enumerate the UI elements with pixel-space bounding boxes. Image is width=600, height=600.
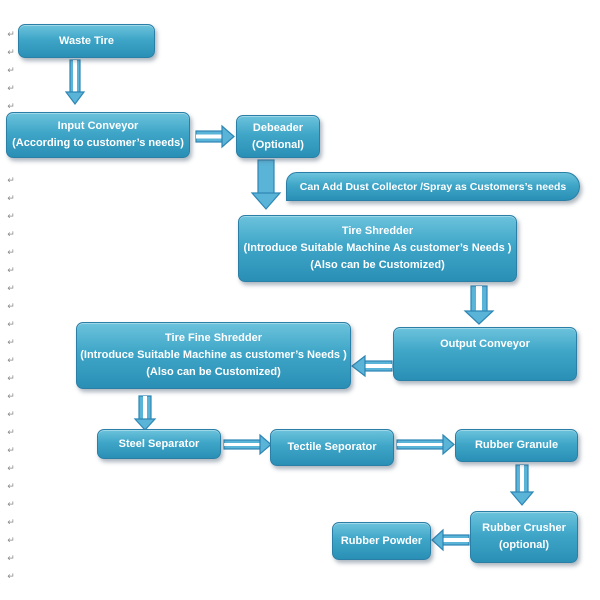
- input-conveyor-label-1: Input Conveyor: [57, 120, 139, 132]
- paragraph-mark: ↵: [7, 374, 15, 384]
- rubber-crusher-box: Rubber Crusher (optional): [470, 511, 578, 563]
- paragraph-mark: ↵: [7, 554, 15, 564]
- paragraph-mark: ↵: [7, 102, 15, 112]
- arrow-steel-to-tectile: [223, 433, 272, 456]
- paragraph-mark: ↵: [7, 248, 15, 258]
- arrow-crusher-to-powder: [431, 528, 470, 552]
- paragraph-mark: ↵: [7, 392, 15, 402]
- paragraph-mark: ↵: [7, 266, 15, 276]
- paragraph-mark: ↵: [7, 48, 15, 58]
- paragraph-mark: ↵: [7, 356, 15, 366]
- paragraph-mark: ↵: [7, 320, 15, 330]
- paragraph-mark: ↵: [7, 500, 15, 510]
- tire-shredder-box: Tire Shredder (Introduce Suitable Machine…: [238, 215, 517, 282]
- dust-collector-callout: Can Add Dust Collector /Spray as Custome…: [286, 172, 580, 201]
- arrow-fine-shredder-to-steel: [133, 395, 157, 431]
- rubber-crusher-label-1: Rubber Crusher: [482, 522, 566, 534]
- arrow-tectile-to-granule: [396, 433, 455, 456]
- paragraph-mark: ↵: [7, 194, 15, 204]
- paragraph-mark: ↵: [7, 536, 15, 546]
- arrow-output-to-fine-shredder: [351, 354, 393, 378]
- arrow-granule-to-crusher: [509, 464, 535, 506]
- rubber-granule-box: Rubber Granule: [455, 429, 578, 462]
- arrow-shredder-to-output: [463, 285, 495, 325]
- input-conveyor-box: Input Conveyor (According to customer’s n…: [6, 112, 190, 158]
- rubber-crusher-label-2: (optional): [498, 539, 550, 551]
- tire-fine-shredder-label-1: Tire Fine Shredder: [165, 332, 262, 344]
- waste-tire-label-1: Waste Tire: [58, 34, 115, 47]
- tire-shredder-label-1: Tire Shredder: [341, 225, 414, 237]
- paragraph-mark: ↵: [7, 302, 15, 312]
- paragraph-mark: ↵: [7, 446, 15, 456]
- paragraph-mark: ↵: [7, 176, 15, 186]
- paragraph-mark: ↵: [7, 482, 15, 492]
- tire-fine-shredder-label-3: (Also can be Customized): [146, 366, 281, 378]
- arrow-debeader-to-shredder: [250, 159, 282, 210]
- steel-separator-box: Steel Separator: [97, 429, 221, 459]
- dust-collector-text: Can Add Dust Collector /Spray as Custome…: [299, 180, 567, 193]
- waste-tire-box: Waste Tire: [18, 24, 155, 58]
- arrow-waste-to-input: [64, 59, 86, 105]
- paragraph-mark: ↵: [7, 284, 15, 294]
- paragraph-mark: ↵: [7, 338, 15, 348]
- paragraph-mark: ↵: [7, 30, 15, 40]
- paragraph-mark: ↵: [7, 230, 15, 240]
- rubber-powder-label-1: Rubber Powder: [340, 534, 423, 547]
- paragraph-mark: ↵: [7, 212, 15, 222]
- debeader-box: Debeader (Optional): [236, 115, 320, 158]
- paragraph-mark: ↵: [7, 66, 15, 76]
- paragraph-mark: ↵: [7, 428, 15, 438]
- steel-separator-label-1: Steel Separator: [118, 437, 200, 450]
- tectile-separator-box: Tectile Seporator: [270, 429, 394, 466]
- debeader-label-1: Debeader: [252, 121, 304, 134]
- rubber-granule-label-1: Rubber Granule: [474, 439, 559, 451]
- paragraph-mark: ↵: [7, 84, 15, 94]
- output-conveyor-label-1: Output Conveyor: [440, 338, 530, 350]
- tire-shredder-label-2: (Introduce Suitable Machine As customer’…: [243, 242, 512, 254]
- paragraph-mark: ↵: [7, 410, 15, 420]
- input-conveyor-label-2: (According to customer’s needs): [12, 137, 184, 149]
- tire-shredder-label-3: (Also can be Customized): [310, 259, 445, 271]
- tire-fine-shredder-label-2: (Introduce Suitable Machine as customer’…: [80, 349, 347, 361]
- paragraph-mark: ↵: [7, 518, 15, 528]
- paragraph-mark: ↵: [7, 464, 15, 474]
- debeader-label-2: (Optional): [252, 138, 304, 151]
- output-conveyor-box: Output Conveyor: [393, 327, 577, 381]
- arrow-input-to-debeader: [195, 124, 235, 149]
- rubber-powder-box: Rubber Powder: [332, 522, 431, 560]
- tectile-separator-label-1: Tectile Seporator: [287, 441, 377, 453]
- tire-fine-shredder-box: Tire Fine Shredder (Introduce Suitable Ma…: [76, 322, 351, 389]
- paragraph-mark: ↵: [7, 572, 15, 582]
